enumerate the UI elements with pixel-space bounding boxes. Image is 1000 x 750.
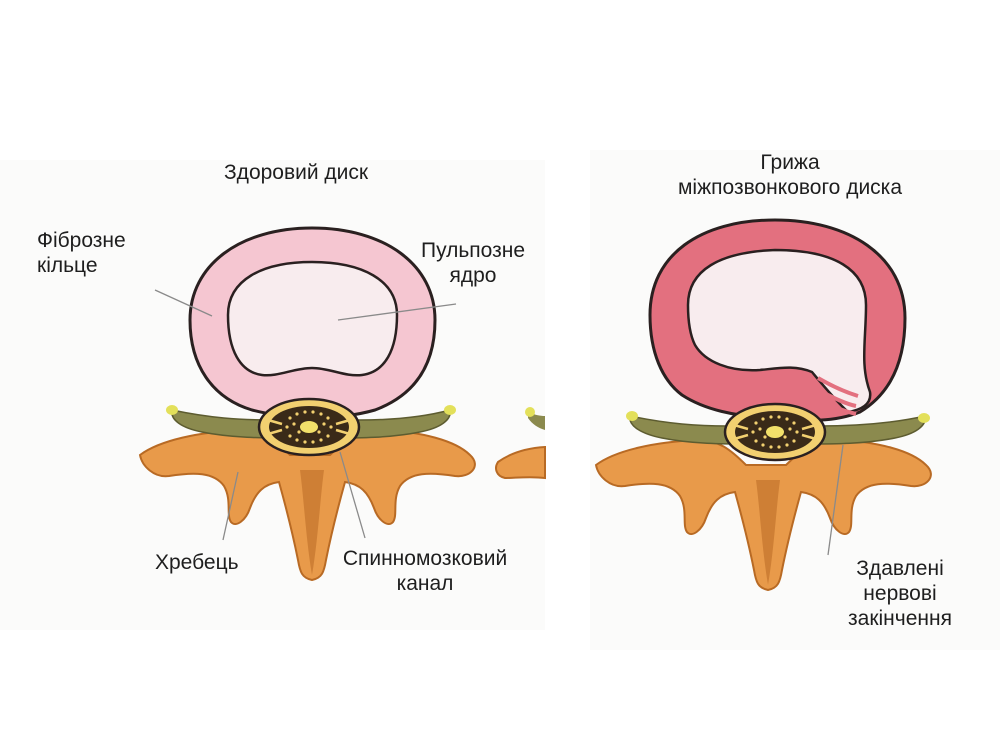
annulus-leader-line bbox=[154, 289, 213, 317]
vertebra-leader-line bbox=[222, 471, 239, 541]
hernia-disc-figure bbox=[594, 218, 932, 592]
nucleus-leader-line bbox=[337, 303, 457, 321]
nerves-leader-line bbox=[827, 444, 844, 556]
healthy-disc-figure bbox=[138, 226, 476, 582]
hernia-title-line2: міжпозвонкового диска bbox=[677, 176, 903, 199]
annulus-label-line2: кільце bbox=[37, 254, 98, 277]
nucleus-label-line2: ядро bbox=[449, 264, 497, 287]
canal-label-line1: Спинномозковий bbox=[342, 547, 508, 570]
vertebra-left-shading bbox=[300, 470, 324, 575]
hernia-title: Грижа міжпозвонкового диска bbox=[640, 150, 940, 200]
nerves-label: Здавлені нервові закінчення bbox=[825, 556, 975, 631]
canal-label: Спинномозковий канал bbox=[325, 546, 525, 596]
vertebra-partial-middle bbox=[495, 445, 546, 480]
nerves-label-line2: нервові bbox=[863, 582, 937, 605]
nerve-tip-right-a bbox=[626, 411, 638, 421]
nucleus-label-line1: Пульпозне bbox=[420, 239, 526, 262]
nerves-label-line3: закінчення bbox=[848, 607, 952, 630]
spinal-cord-left-dots bbox=[285, 410, 333, 444]
nucleus-herniated bbox=[686, 248, 872, 414]
spinal-cord-left-roots bbox=[267, 418, 351, 436]
vertebra-right-shading bbox=[756, 480, 780, 585]
hernia-title-line1: Грижа bbox=[760, 151, 820, 174]
nerve-tip-left-b bbox=[444, 405, 456, 415]
spinal-cord-right-center bbox=[766, 426, 784, 438]
nerve-tip-left-a bbox=[166, 405, 178, 415]
healthy-disc-title: Здоровий диск bbox=[224, 161, 369, 184]
spinal-cord-left-center bbox=[300, 421, 318, 433]
herniation-extrusion bbox=[816, 376, 859, 416]
spinal-cord-right-dots bbox=[751, 415, 799, 449]
canal-leader-line bbox=[339, 451, 366, 539]
nerve-tip-partial bbox=[525, 407, 535, 417]
nerve-tip-right-b bbox=[918, 413, 930, 423]
nucleus-label: Пульпозне ядро bbox=[408, 238, 538, 288]
annulus-label: Фіброзне кільце bbox=[37, 228, 126, 278]
nucleus-healthy bbox=[226, 260, 399, 377]
nerves-label-line1: Здавлені bbox=[856, 557, 944, 580]
canal-label-line2: канал bbox=[396, 572, 454, 595]
annulus-label-line1: Фіброзне bbox=[37, 229, 126, 252]
spinal-cord-right-roots bbox=[733, 423, 817, 441]
vertebra-label: Хребець bbox=[155, 551, 239, 574]
ligament-partial-middle bbox=[528, 412, 545, 430]
